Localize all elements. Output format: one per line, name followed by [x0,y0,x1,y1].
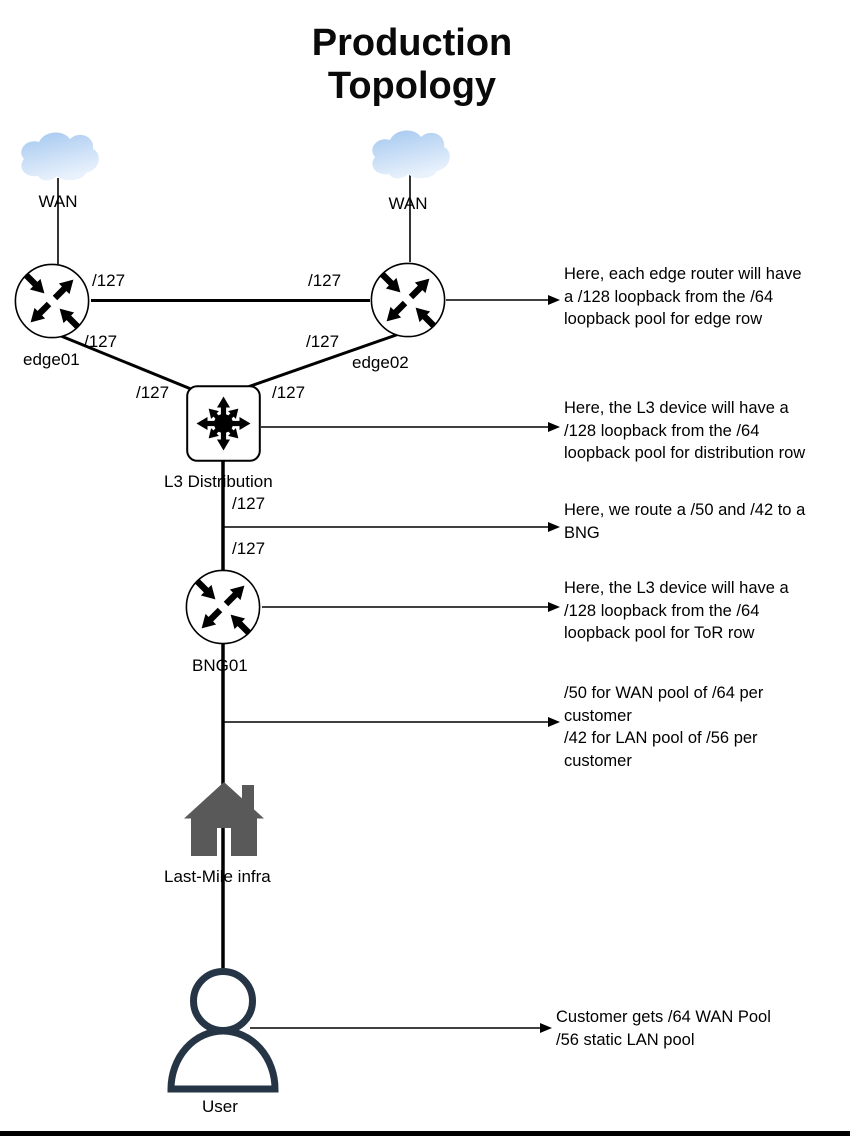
router-icon [370,262,446,338]
router-icon [185,569,261,645]
link-label-127: /127 [92,271,126,290]
lastmile-label: Last-Mile infra [164,867,271,886]
bng01-label: BNG01 [192,656,248,675]
link-label-127: /127 [306,332,340,351]
link-label-127: /127 [272,383,306,402]
l3-switch-icon [186,385,261,462]
router-icon [14,263,90,339]
annotation-tor-loopback: Here, the L3 device will have a /128 loo… [564,579,789,642]
wan1-label: WAN [38,192,78,211]
annotation-bng-route: Here, we route a /50 and /42 to a BNG [564,501,806,542]
diagram-title: Production Topology [311,22,513,107]
annotation-dist-loopback: Here, the L3 device will have a /128 loo… [564,399,806,462]
link-edge01-l3dist [60,334,192,391]
link-label-127: /127 [232,539,266,558]
cloud-icon [21,132,99,181]
link-label-127: /127 [232,494,266,513]
annotation-customer: Customer gets /64 WAN Pool /56 static LA… [556,1008,771,1049]
l3dist-label: L3 Distribution [164,472,273,491]
annotation-edge-loopback: Here, each edge router will have a /128 … [564,265,802,328]
person-icon [167,968,279,1093]
annotation-pools: /50 for WAN pool of /64 per customer /42… [564,684,764,770]
wan2-label: WAN [388,194,428,213]
edge01-label: edge01 [23,350,80,369]
link-label-127: /127 [136,383,170,402]
link-label-127: /127 [308,271,342,290]
edge02-label: edge02 [352,353,409,372]
house-icon [184,782,264,856]
cloud-icon [372,130,450,179]
user-label: User [202,1097,238,1116]
bottom-border [0,1131,850,1136]
